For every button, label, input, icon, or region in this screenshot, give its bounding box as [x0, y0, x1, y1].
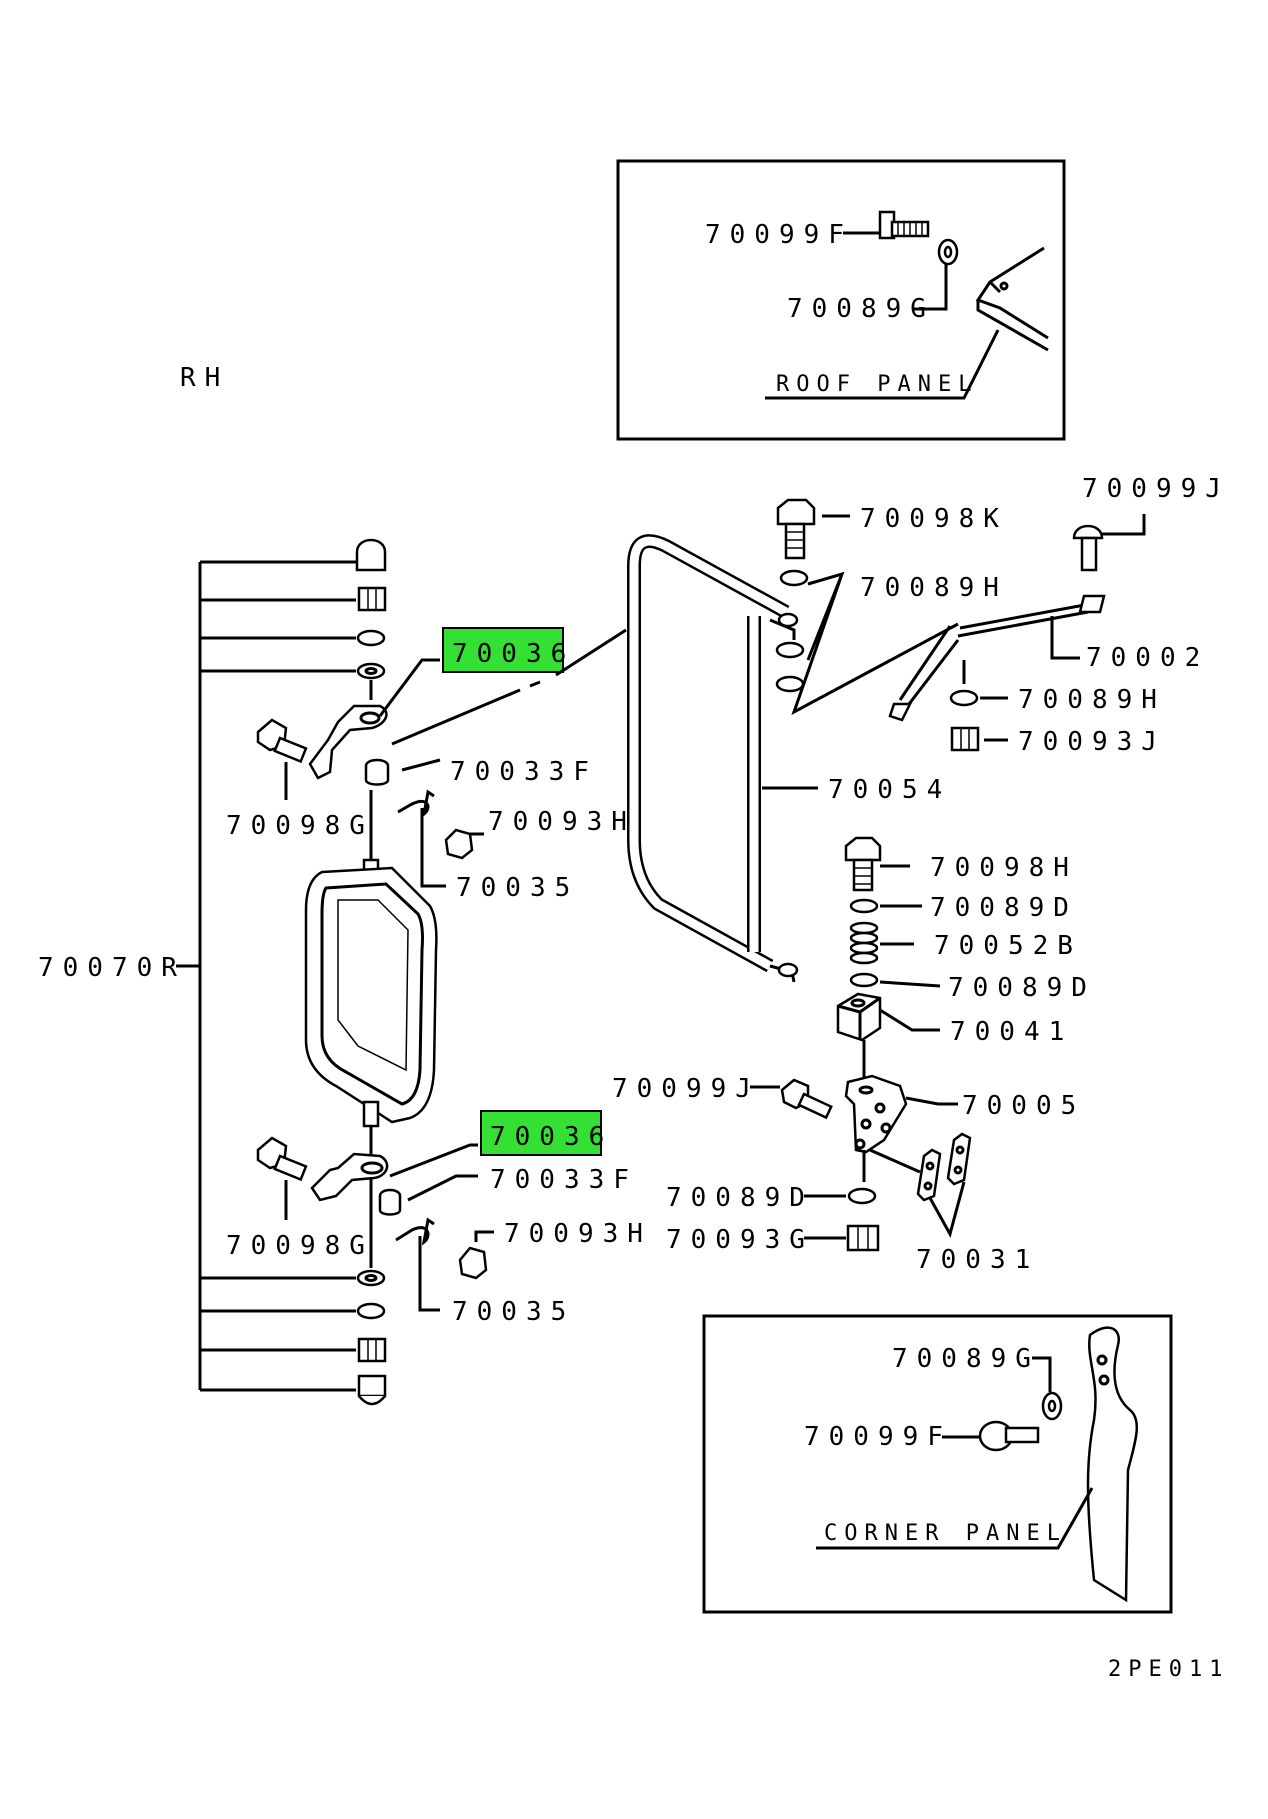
- washer-icon: [949, 689, 979, 707]
- nut-icon: [458, 1246, 488, 1280]
- rod-bolt-label: 70099J: [1082, 474, 1230, 504]
- bolt-icon: [776, 498, 816, 560]
- highlight-upper-bracket[interactable]: [442, 627, 564, 673]
- roof-bolt-label: 70099F: [705, 220, 853, 250]
- rod-shape: [957, 602, 1091, 638]
- base-bolt-label: 70099J: [612, 1074, 760, 1104]
- stay-assembly: 70098K 70089H 70099J 70002 70089H 700: [612, 474, 1230, 1275]
- cap-nut-icon: [355, 538, 387, 572]
- side-label: RH: [180, 363, 229, 393]
- base-nut-label: 70093G: [666, 1225, 814, 1255]
- hinge-lower-washer-label: 70089D: [948, 973, 1096, 1003]
- cap-nut-icon: [357, 1374, 387, 1406]
- nut-icon: [357, 1337, 387, 1363]
- drawing-code: 2PE011: [1108, 1657, 1229, 1682]
- roof-panel-label: ROOF PANEL: [776, 372, 978, 397]
- upper-collar-label: 70033F: [450, 757, 598, 787]
- base-washer-label: 70089D: [666, 1183, 814, 1213]
- bolt-icon: [978, 1420, 1040, 1452]
- clamp-icon: [397, 789, 435, 818]
- rod-washer-label: 70089H: [1018, 685, 1166, 715]
- corner-panel-label: CORNER PANEL: [824, 1521, 1067, 1546]
- washer-icon: [849, 972, 879, 988]
- lower-bracket-shape: [310, 1152, 389, 1202]
- collar-icon: [364, 758, 390, 786]
- bolt-icon: [256, 1136, 308, 1182]
- corner-washer-label: 70089G: [892, 1344, 1040, 1374]
- upper-bolt-label: 70098G: [226, 811, 374, 841]
- upper-clamp-label: 70035: [456, 873, 579, 903]
- lower-collar-label: 70033F: [490, 1165, 638, 1195]
- washer-icon: [779, 569, 809, 587]
- lower-clamp-label: 70035: [452, 1297, 575, 1327]
- nut-icon: [846, 1224, 880, 1252]
- upper-bracket-label: 70036: [452, 639, 575, 669]
- base-bracket-shape: [844, 1074, 908, 1154]
- washer-icon: [849, 898, 879, 914]
- rod-label: 70002: [1086, 643, 1209, 673]
- bolt-icon: [256, 718, 308, 764]
- washer-icon: [356, 662, 386, 680]
- highlight-lower-bracket[interactable]: [480, 1110, 602, 1156]
- bolt-icon: [878, 210, 930, 240]
- clamp-icon: [395, 1217, 435, 1246]
- lower-nut-label: 70093H: [504, 1219, 652, 1249]
- upper-nut-label: 70093H: [488, 807, 636, 837]
- base-bracket-label: 70005: [962, 1091, 1085, 1121]
- mirror-assy-label: 70070R: [38, 953, 186, 983]
- washer-icon: [847, 1187, 877, 1205]
- spring-washer-icon: [356, 1302, 386, 1320]
- spring-label: 70052B: [934, 931, 1082, 961]
- plate-icon: [946, 1132, 972, 1186]
- top-bolt-label: 70098K: [860, 504, 1008, 534]
- spring-washer-icon: [356, 629, 386, 647]
- roof-panel-inset: 70099F 70089G ROOF PANEL: [616, 159, 1066, 441]
- bolt-icon: [780, 1078, 833, 1120]
- corner-bolt-label: 70099F: [804, 1422, 952, 1452]
- nut-icon: [444, 828, 474, 860]
- block-label: 70041: [950, 1017, 1073, 1047]
- collar-icon: [378, 1188, 402, 1216]
- corner-panel-shape: [1086, 1326, 1138, 1603]
- bolt-icon: [1072, 524, 1104, 572]
- lower-bracket-label: 70036: [490, 1122, 613, 1152]
- roof-panel-shape: [975, 246, 1049, 352]
- nut-icon: [357, 586, 387, 612]
- bolt-icon: [844, 836, 882, 892]
- hinge-bolt-label: 70098H: [930, 853, 1078, 883]
- top-washers-label: 70089H: [860, 573, 1008, 603]
- roof-washer-label: 70089G: [787, 294, 935, 324]
- hinge-upper-washer-label: 70089D: [930, 893, 1078, 923]
- stay-label: 70054: [828, 775, 951, 805]
- corner-panel-inset: 70089G 70099F CORNER PANEL: [702, 1314, 1173, 1614]
- mirror-assembly: 70070R: [38, 538, 652, 1406]
- plate-icon: [916, 1148, 942, 1202]
- plates-label: 70031: [916, 1245, 1039, 1275]
- lower-bolt-label: 70098G: [226, 1231, 374, 1261]
- washer-icon: [356, 1269, 386, 1287]
- spring-icon: [849, 921, 879, 965]
- rod-nut-label: 70093J: [1018, 727, 1166, 757]
- nut-icon: [950, 726, 980, 752]
